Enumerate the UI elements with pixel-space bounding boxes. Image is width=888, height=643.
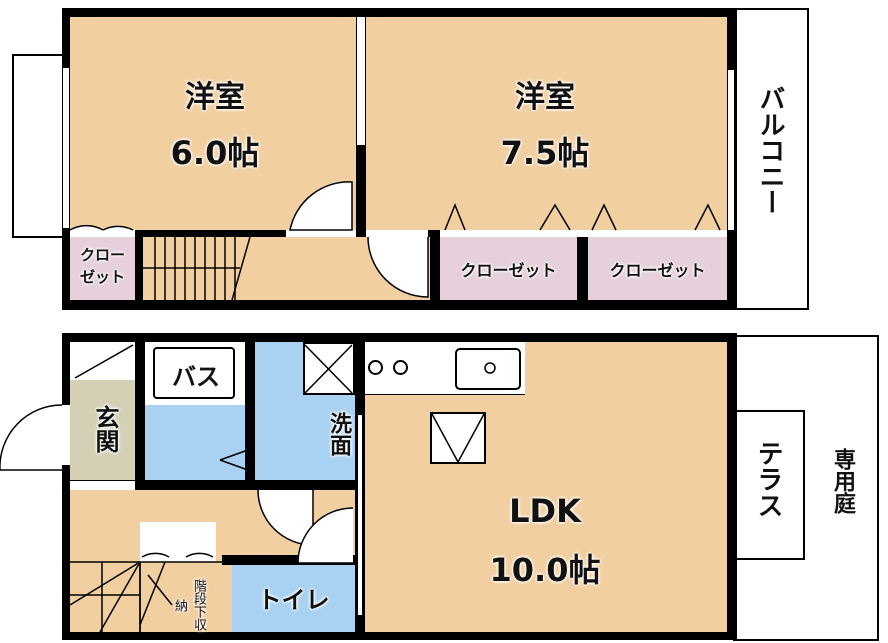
closet-a-label: クローゼット	[460, 261, 557, 280]
room1-name: 洋室	[185, 80, 245, 115]
bathroom	[145, 405, 245, 480]
ldk-name: LDK	[509, 492, 581, 530]
western-room-6	[70, 17, 356, 230]
sink	[455, 348, 521, 390]
bathtub	[153, 347, 235, 399]
ldk-size: 10.0帖	[489, 551, 601, 589]
washroom-label: 洗面	[326, 412, 351, 456]
closet-small-label: クロー ゼット	[79, 246, 125, 286]
refrigerator-space	[430, 412, 486, 464]
shoe-cabinet	[70, 342, 135, 380]
wall	[135, 480, 365, 490]
entrance	[70, 380, 135, 480]
toilet-label: トイレ	[257, 586, 330, 614]
door-opening	[286, 230, 356, 237]
room2-name: 洋室	[515, 80, 575, 115]
closet-small[interactable]	[70, 237, 135, 300]
stove-burner	[368, 360, 383, 375]
room2-size: 7.5帖	[500, 134, 590, 172]
under-stairs-label: 階段下収納	[172, 579, 206, 631]
closet-b-label: クローゼット	[609, 261, 706, 280]
wall	[135, 342, 145, 490]
step	[70, 481, 135, 490]
room1-size: 6.0帖	[170, 134, 260, 172]
stairs-lower	[69, 561, 222, 633]
stove-burner	[393, 360, 408, 375]
stairs-upper	[143, 236, 251, 301]
balcony-label: バルコニー	[755, 85, 785, 215]
front-door-opening	[62, 405, 70, 465]
door-opening	[366, 230, 428, 237]
toilet	[232, 565, 355, 632]
sliding-door[interactable]	[357, 415, 363, 615]
toilet-wall	[222, 555, 355, 565]
entrance-label: 玄関	[91, 405, 119, 453]
wall	[245, 342, 255, 490]
western-room-7-5	[366, 17, 727, 230]
garden-label: 専用庭	[830, 448, 855, 514]
left-balcony	[12, 54, 64, 238]
window	[62, 68, 70, 228]
bath-label: バス	[172, 363, 220, 391]
closet-b[interactable]	[588, 237, 727, 300]
sliding-partition	[356, 17, 366, 145]
window	[727, 70, 735, 230]
closet-door-track	[70, 230, 135, 237]
under-stairs-door[interactable]	[140, 522, 216, 562]
terrace-label: テラス	[753, 440, 783, 518]
kitchen-counter	[365, 342, 525, 395]
closet-a[interactable]	[440, 237, 577, 300]
closet-door-track	[440, 230, 727, 237]
